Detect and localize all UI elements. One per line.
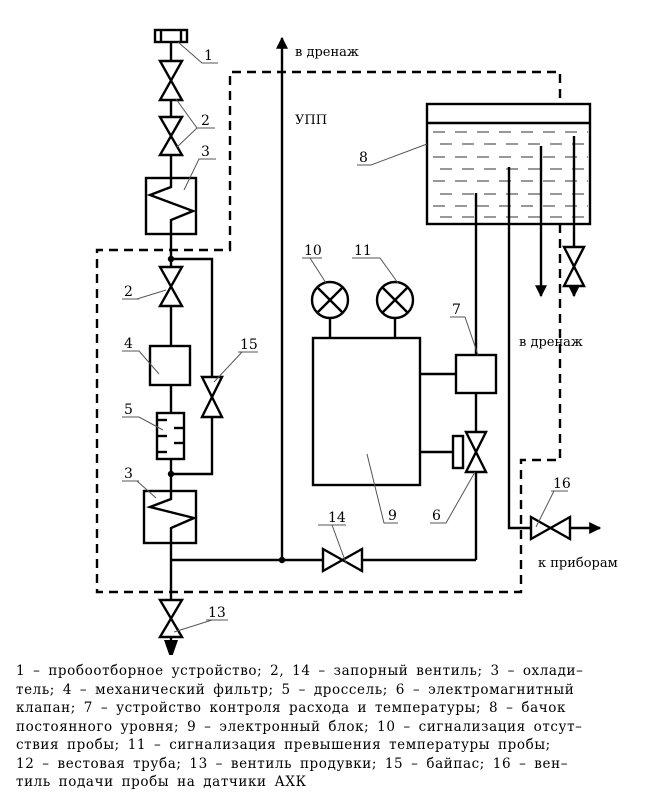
tank-drain-valve bbox=[562, 245, 586, 288]
bypass-valve-15 bbox=[200, 375, 224, 419]
callout-7: 7 bbox=[452, 302, 461, 318]
callout-13: 13 bbox=[208, 605, 226, 621]
callout-14: 14 bbox=[328, 510, 346, 526]
callout-1: 1 bbox=[204, 48, 213, 64]
flow-temp-monitor-7 bbox=[454, 353, 498, 395]
legend-line: 1 – пробоотборное устройство; 2, 14 – за… bbox=[16, 663, 584, 679]
lamp-no-sample-10 bbox=[310, 280, 350, 338]
callout-11: 11 bbox=[354, 243, 372, 259]
callout-9: 9 bbox=[388, 508, 397, 524]
arrow-down-icon bbox=[164, 640, 178, 655]
callout-underlines bbox=[122, 62, 568, 621]
legend-line: тиль подачи пробы на датчики АХК bbox=[16, 774, 307, 790]
callout-6: 6 bbox=[432, 508, 441, 524]
throttle-5 bbox=[155, 411, 186, 461]
purge-valve-13 bbox=[157, 598, 185, 639]
cooler-3-upper bbox=[144, 176, 198, 236]
solenoid-valve-6 bbox=[451, 430, 488, 474]
left-sampling-line bbox=[142, 28, 224, 655]
cooler-3-lower bbox=[142, 489, 198, 545]
callout-15: 15 bbox=[240, 337, 258, 353]
legend-line: постоянного уровня; 9 – электронный блок… bbox=[16, 718, 583, 735]
callout-4: 4 bbox=[124, 336, 133, 352]
callout-3-lower: 3 bbox=[124, 466, 133, 482]
upp-label: УПП bbox=[295, 113, 327, 128]
callout-2-lower: 2 bbox=[124, 284, 133, 300]
callout-16: 16 bbox=[553, 476, 571, 492]
shutoff-valve-14 bbox=[321, 546, 364, 574]
drain-top-label: в дренаж bbox=[295, 45, 359, 60]
callout-labels: 1 2 3 2 4 15 5 3 13 14 9 6 7 10 11 8 16 bbox=[124, 48, 571, 621]
legend-line: 12 – вестовая труба; 13 – вентиль продув… bbox=[16, 755, 569, 772]
shutoff-valve-2a bbox=[157, 59, 185, 102]
to-instruments-label: к приборам bbox=[538, 556, 618, 571]
mechanical-filter-4 bbox=[148, 344, 192, 387]
callout-2: 2 bbox=[201, 113, 210, 129]
shutoff-valve-2b bbox=[157, 115, 185, 157]
legend-line: ствия пробы; 11 – сигнализация превышени… bbox=[16, 737, 551, 753]
electronic-block-9 bbox=[311, 336, 422, 487]
shutoff-valve-2c bbox=[157, 265, 185, 308]
sensor-feed-valve-16 bbox=[529, 514, 572, 542]
legend-line: тель; 4 – механический фильтр; 5 – дросс… bbox=[16, 681, 575, 698]
drain-right-label: в дренаж bbox=[519, 335, 583, 350]
lamp-overtemp-11 bbox=[375, 280, 415, 338]
callout-10: 10 bbox=[304, 243, 322, 259]
legend: 1 – пробоотборное устройство; 2, 14 – за… bbox=[16, 662, 656, 792]
sample-prep-schematic: 1 2 3 2 4 15 5 3 13 14 9 6 7 10 11 8 16 bbox=[95, 28, 618, 655]
callout-8: 8 bbox=[359, 150, 368, 166]
callout-5: 5 bbox=[124, 402, 133, 418]
callout-3: 3 bbox=[201, 144, 210, 160]
sampling-device-1 bbox=[153, 28, 189, 44]
upp-boundary bbox=[95, 70, 562, 594]
legend-line: клапан; 7 – устройство контроля расхода … bbox=[16, 700, 567, 716]
